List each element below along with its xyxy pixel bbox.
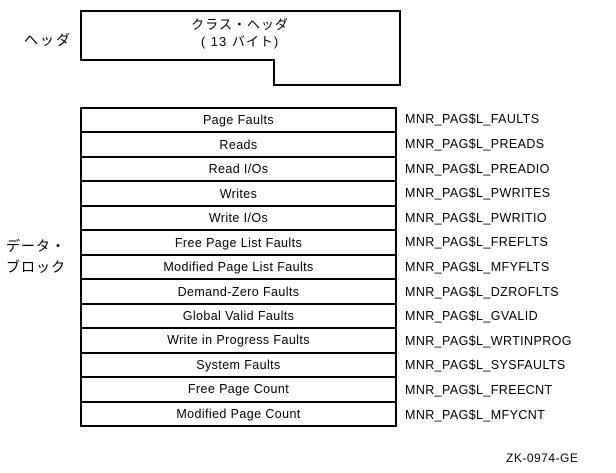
symbol-label: MNR_PAG$L_PREADIO [405,161,550,176]
symbol-label: MNR_PAG$L_DZROFLTS [405,284,559,299]
class-header-box [80,10,401,86]
table-row: Free Page List Faults [82,229,395,253]
class-header-line1: クラス・ヘッダ [191,17,289,32]
symbol-label: MNR_PAG$L_FREECNT [405,383,553,397]
table-row: Page Faults [202,113,275,128]
table-row: Demand-Zero Faults [82,278,395,302]
table-row: Reads [82,131,395,155]
symbol-label: MNR_PAG$L_SYSFAULTS [405,358,566,373]
table-row: Write I/Os [82,204,395,229]
table-row: Free Page Count [82,376,395,400]
table-row: Modified Page Count [82,400,395,425]
symbol-label: MNR_PAG$L_MFYFLTS [405,259,550,274]
data-block-label-line1: データ・ [6,238,66,254]
symbol-label: MNR_PAG$L_PWRITES [405,186,551,201]
class-header-line2: ( 13 バイト) [200,34,280,49]
class-header-text: クラス・ヘッダ ( 13 バイト) [80,16,400,50]
table-row: Writes [82,180,395,204]
symbol-labels: MNR_PAG$L_FAULTS MNR_PAG$L_PREADS MNR_PAG$… [405,107,610,427]
symbol-label: MNR_PAG$L_FAULTS [405,112,540,127]
header-label: ヘッダ [24,32,72,48]
table-row: System Faults [82,351,395,376]
table-row: Read I/Os [82,155,395,180]
figure-id: ZK-0974-GE [506,451,579,465]
data-block-label: データ・ ブロック [6,236,66,278]
table-row: Modified Page List Faults [82,253,395,278]
symbol-label: MNR_PAG$L_PREADS [405,136,545,151]
symbol-label: MNR_PAG$L_MFYCNT [405,407,546,422]
symbol-label: MNR_PAG$L_FREFLTS [405,235,549,250]
symbol-label: MNR_PAG$L_GVALID [405,309,539,324]
data-block-label-line2: ブロック [6,259,66,275]
table-row: Global Valid Faults [82,302,395,327]
symbol-label: MNR_PAG$L_PWRITIO [405,210,548,225]
symbol-label: MNR_PAG$L_WRTINPROG [405,333,572,348]
table-row: Write in Progress Faults [82,327,395,351]
